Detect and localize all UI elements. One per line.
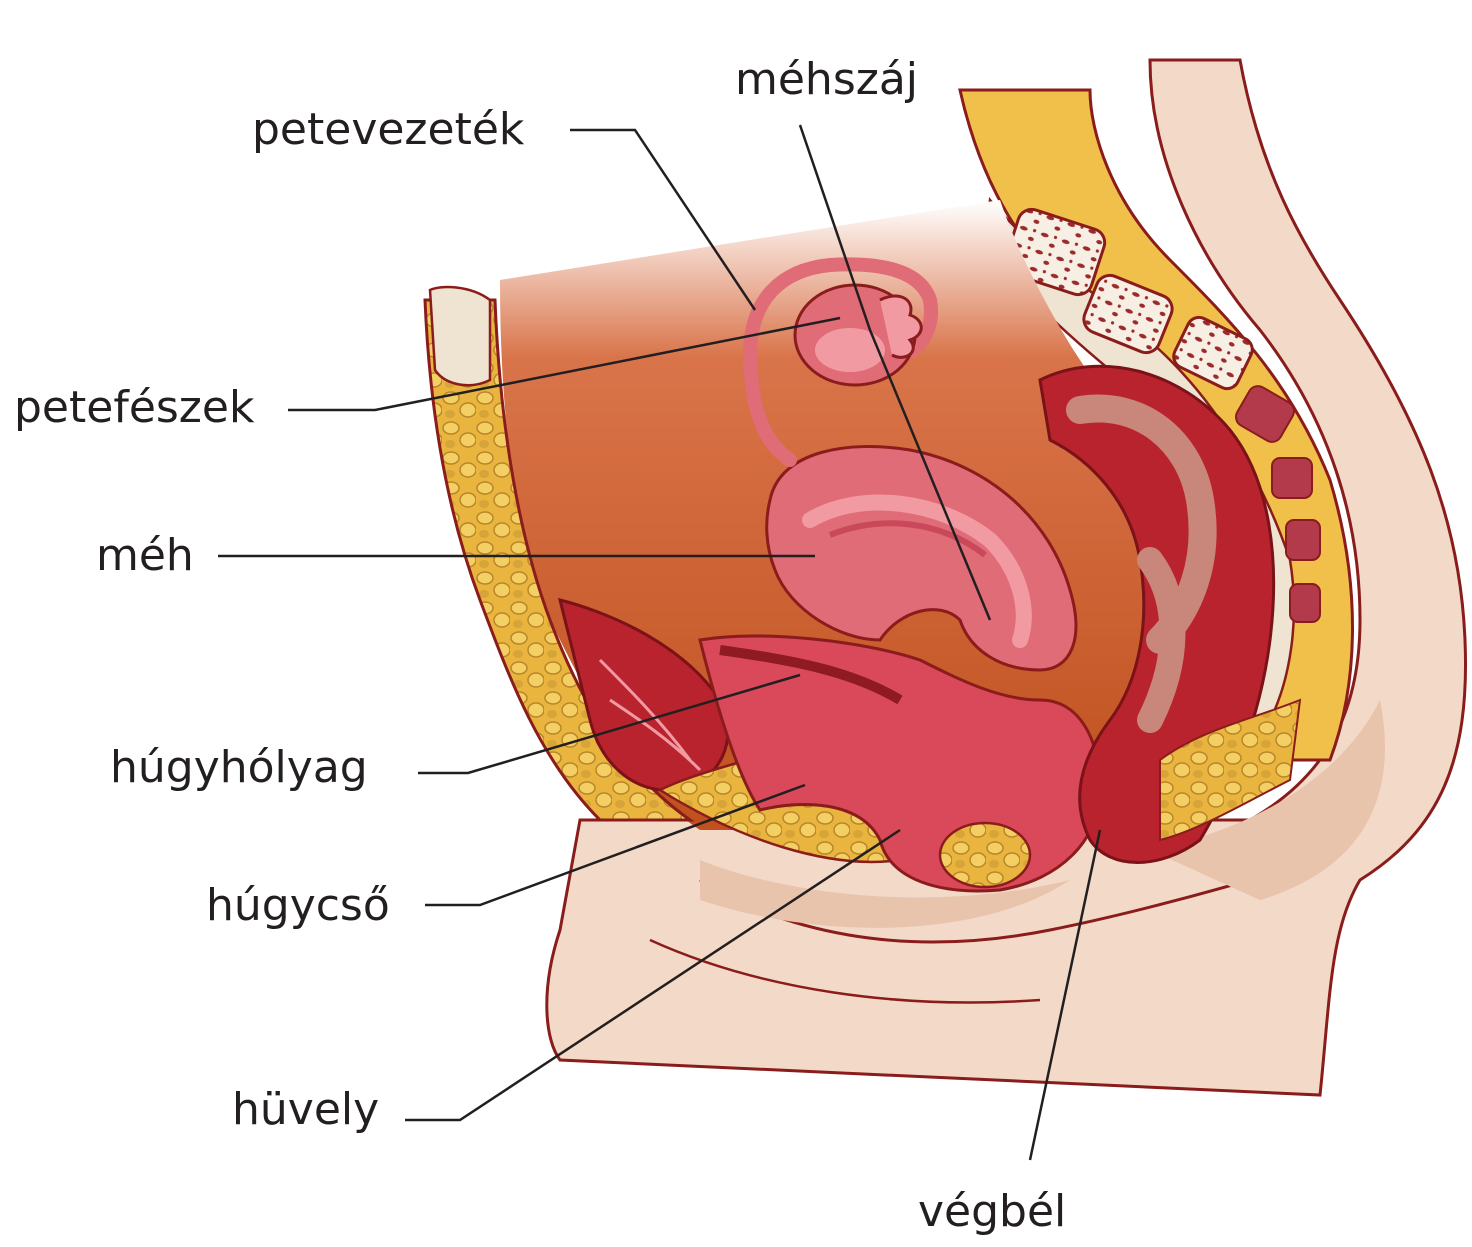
vertebra-7 (1290, 584, 1320, 622)
vertebra-5 (1272, 458, 1312, 498)
anal-fat (940, 823, 1030, 887)
label-hugycso: húgycső (206, 884, 390, 928)
label-mehszaj: méhszáj (735, 58, 918, 102)
label-petefeszek: petefészek (14, 386, 254, 430)
pubic-bone (430, 287, 490, 385)
label-hugyholyag: húgyhólyag (110, 746, 368, 790)
vertebra-6 (1286, 520, 1320, 560)
label-huvely: hüvely (232, 1088, 379, 1132)
label-petevezetek: petevezeték (252, 108, 524, 152)
label-meh: méh (96, 534, 194, 578)
label-vegbel: végbél (918, 1190, 1066, 1234)
